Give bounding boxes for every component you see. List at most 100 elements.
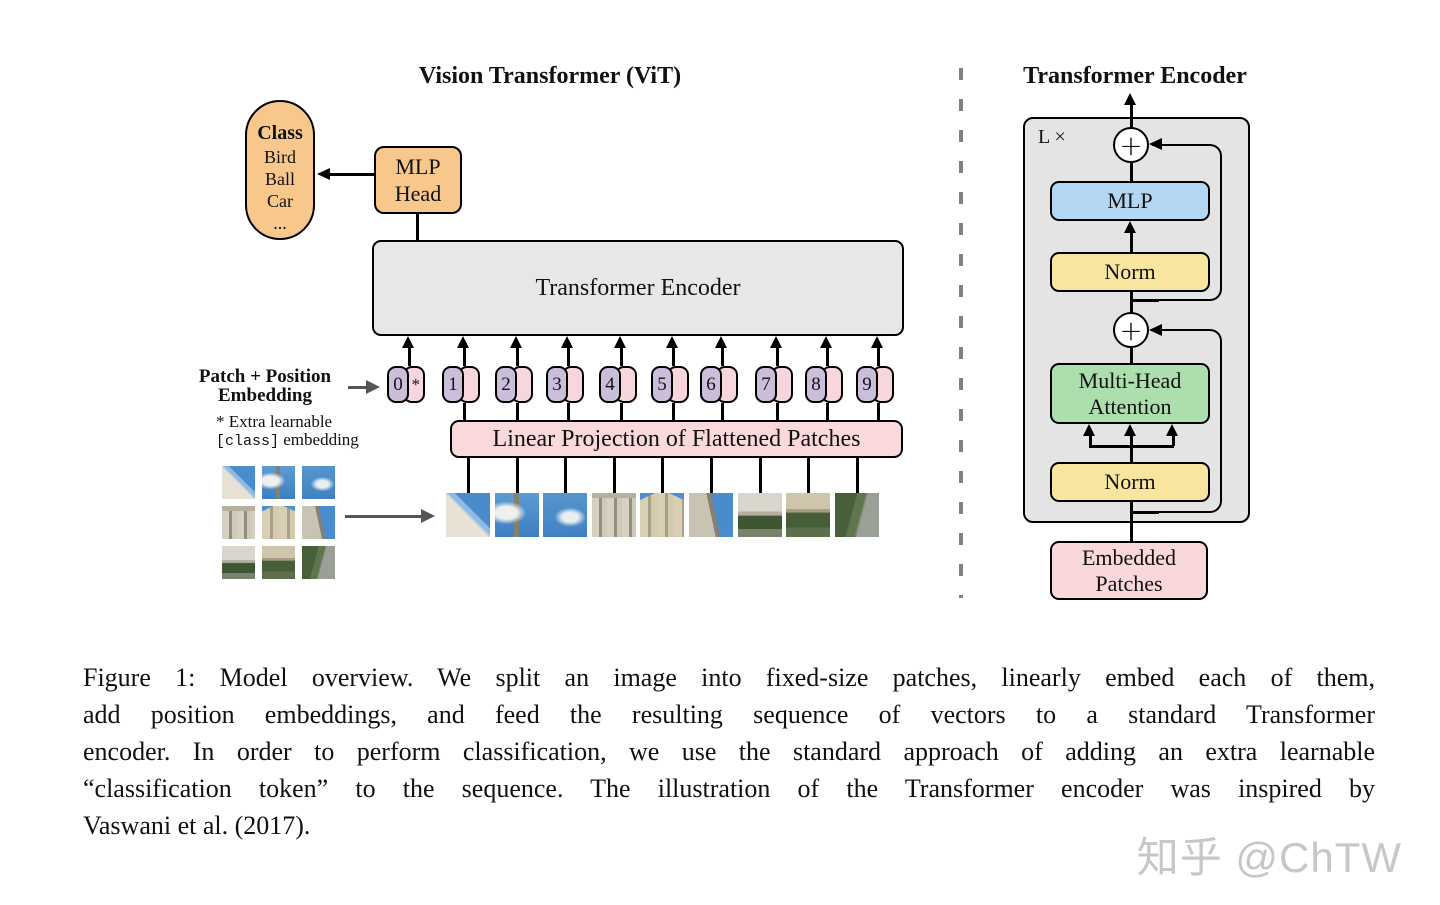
lp-patch-line — [759, 458, 762, 494]
image-patch-7 — [738, 493, 782, 537]
token-arrow-line — [877, 346, 880, 366]
class-heading: Class — [257, 122, 303, 144]
residual2-loop — [1152, 329, 1222, 513]
class-output-oval: Class Bird Ball Car ... — [245, 100, 315, 240]
token-lp-line — [721, 403, 724, 420]
token-lp-line — [620, 403, 623, 420]
embedded-patches-node: Embedded Patches — [1050, 541, 1208, 600]
mlp-node-label: MLP — [1107, 188, 1153, 213]
token-lp-line — [826, 403, 829, 420]
spine-line — [1130, 163, 1133, 181]
lp-patch-line — [564, 458, 567, 494]
token-arrowhead — [715, 336, 727, 348]
mlp-head-box: MLP Head — [374, 146, 462, 214]
grid-to-row-arrowhead — [421, 509, 435, 523]
norm-top-label: Norm — [1104, 259, 1156, 284]
lp-patch-line — [613, 458, 616, 494]
token-arrowhead — [561, 336, 573, 348]
token-arrow-line — [463, 346, 466, 366]
mlp-head-stem-line — [416, 214, 419, 240]
residual2-takeoff-line — [1131, 511, 1159, 514]
image-patch-5 — [640, 493, 684, 537]
encoder-output-arrowhead — [1124, 93, 1136, 105]
token-arrow-line — [516, 346, 519, 366]
token-arrowhead — [770, 336, 782, 348]
plus-icon: + — [1119, 313, 1143, 347]
patch-position-line2: Embedding — [218, 385, 312, 406]
footnote-line2: [class] embedding — [216, 431, 359, 451]
grid-patch-6 — [302, 506, 335, 539]
caption-line-4: “classification token” to the sequence. … — [83, 774, 1375, 803]
image-patch-8 — [786, 493, 830, 537]
label-pointer-line — [348, 386, 368, 389]
figure-caption: Figure 1: Model overview. We split an im… — [83, 659, 1375, 844]
lp-patch-line — [467, 458, 470, 494]
mlp-head-line1: MLP — [395, 154, 441, 179]
class-item-bird: Bird — [263, 147, 296, 167]
patch-position-embedding-label: Patch + Position Embedding — [185, 367, 345, 405]
encoder-diagram-title: Transformer Encoder — [1023, 63, 1247, 89]
grid-patch-9 — [302, 546, 335, 579]
token-arrowhead — [614, 336, 626, 348]
attention-fan-stem — [1130, 446, 1133, 462]
embedded-line1: Embedded — [1081, 544, 1177, 570]
attention-arrowhead — [1124, 424, 1136, 436]
caption-line-3: encoder. In order to perform classificat… — [83, 737, 1375, 766]
multi-head-attention-node: Multi-Head Attention — [1050, 363, 1210, 424]
token-arrowhead — [402, 336, 414, 348]
norm-bottom-node: Norm — [1050, 462, 1210, 502]
grid-patch-4 — [222, 506, 255, 539]
token-3-position-pill: 3 — [546, 366, 568, 403]
grid-patch-7 — [222, 546, 255, 579]
token-lp-line — [567, 403, 570, 420]
token-0-position-pill: 0 — [387, 366, 409, 403]
class-item-ellipsis: ... — [273, 213, 287, 233]
token-lp-line — [672, 403, 675, 420]
transformer-encoder-label: Transformer Encoder — [535, 274, 741, 301]
class-item-car: Car — [267, 191, 293, 211]
linear-projection-label: Linear Projection of Flattened Patches — [492, 425, 861, 452]
token-lp-line — [877, 403, 880, 420]
zhihu-watermark: 知乎 @ChTW — [1136, 834, 1402, 881]
grid-to-row-line — [345, 515, 423, 518]
token-arrow-line — [721, 346, 724, 366]
patch-position-line1: Patch + Position — [198, 366, 332, 387]
residual1-arrowhead — [1149, 138, 1162, 150]
token-4-position-pill: 4 — [599, 366, 621, 403]
embedded-patches-stem — [1130, 502, 1133, 541]
token-arrow-line — [620, 346, 623, 366]
lp-patch-line — [710, 458, 713, 494]
layer-repeat-label: L × — [1038, 126, 1066, 148]
lp-patch-line — [807, 458, 810, 494]
attention-arrowhead — [1083, 424, 1095, 436]
mlp-to-class-line — [328, 173, 374, 176]
token-2-position-pill: 2 — [495, 366, 517, 403]
class-token-footnote: * Extra learnable [class] embedding — [216, 413, 359, 451]
attention-fan-line — [1172, 434, 1175, 446]
token-5-position-pill: 5 — [651, 366, 673, 403]
class-token-star: * — [411, 374, 421, 394]
attention-fan-line — [1130, 434, 1133, 446]
spine-line — [1130, 348, 1133, 363]
token-arrowhead — [820, 336, 832, 348]
image-patch-9 — [835, 493, 879, 537]
grid-patch-8 — [262, 546, 295, 579]
grid-patch-5 — [262, 506, 295, 539]
caption-line-2: add position embeddings, and feed the re… — [83, 700, 1375, 729]
image-patch-2 — [495, 493, 539, 537]
footnote-suffix: embedding — [279, 430, 359, 449]
add-node-top: + — [1113, 127, 1149, 163]
token-9-position-pill: 9 — [856, 366, 878, 403]
lp-patch-line — [856, 458, 859, 494]
attention-arrowhead — [1166, 424, 1178, 436]
attention-line1: Multi-Head — [1078, 367, 1182, 393]
token-1-position-pill: 1 — [442, 366, 464, 403]
token-arrow-line — [776, 346, 779, 366]
footnote-line1: * Extra learnable — [216, 412, 333, 431]
lp-patch-line — [516, 458, 519, 494]
attention-line2: Attention — [1088, 393, 1172, 419]
embedded-line2: Patches — [1095, 570, 1163, 596]
panel-divider — [959, 68, 963, 598]
token-6-position-pill: 6 — [700, 366, 722, 403]
